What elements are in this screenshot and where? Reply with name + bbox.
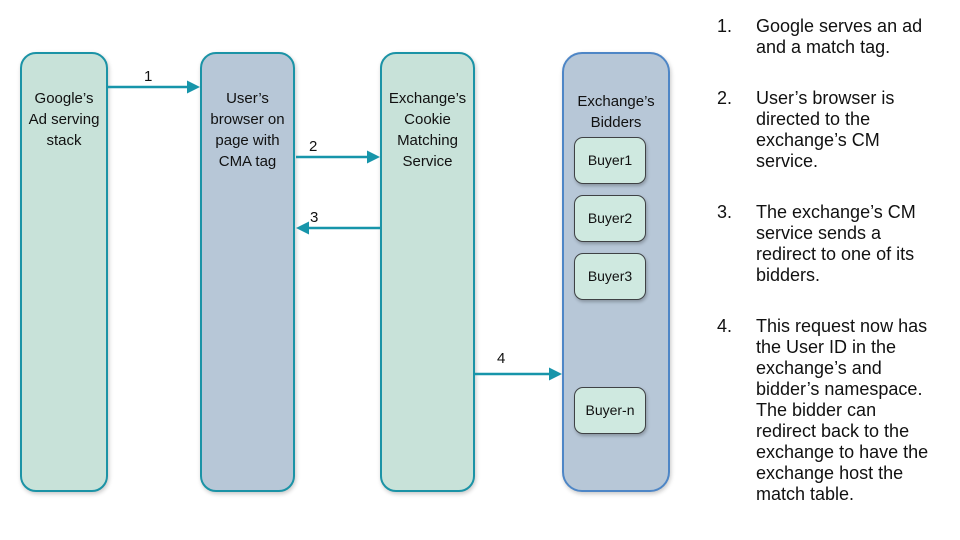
step-item-4: 4. This request now has the User ID in t… bbox=[712, 316, 960, 505]
step-item-3: 3. The exchange’s CM service sends a red… bbox=[712, 202, 960, 286]
node-buyer-2-label: Buyer2 bbox=[587, 210, 633, 226]
step-number: 3. bbox=[717, 202, 733, 222]
node-buyer-2: Buyer2 bbox=[574, 195, 646, 242]
steps-list: 1. Google serves an ad and a match tag. … bbox=[712, 16, 960, 505]
step-text: User’s browser is directed to the exchan… bbox=[756, 88, 895, 171]
step-item-2: 2. User’s browser is directed to the exc… bbox=[712, 88, 960, 172]
node-buyer-n: Buyer-n bbox=[574, 387, 646, 434]
node-buyer-1: Buyer1 bbox=[574, 137, 646, 184]
step-text: Google serves an ad and a match tag. bbox=[756, 16, 923, 57]
arrow-label-4: 4 bbox=[497, 350, 506, 367]
arrow-1 bbox=[108, 80, 200, 94]
node-cookie-matching-service-label: Exchange’s Cookie Matching Service bbox=[388, 90, 467, 170]
node-exchange-bidders: Exchange’s Bidders Buyer1 Buyer2 Buyer3 … bbox=[562, 52, 670, 492]
node-user-browser: User’s browser on page with CMA tag bbox=[200, 52, 295, 492]
step-item-1: 1. Google serves an ad and a match tag. bbox=[712, 16, 960, 58]
arrow-4 bbox=[474, 367, 562, 381]
arrow-label-2: 2 bbox=[309, 138, 318, 155]
step-text: The exchange’s CM service sends a redire… bbox=[756, 202, 916, 285]
node-buyer-1-label: Buyer1 bbox=[587, 152, 633, 168]
arrow-3 bbox=[296, 221, 380, 235]
node-buyer-n-label: Buyer-n bbox=[585, 402, 635, 418]
node-google-ad-stack: Google’s Ad serving stack bbox=[20, 52, 108, 492]
node-exchange-bidders-label: Exchange’s Bidders bbox=[577, 93, 655, 131]
step-number: 4. bbox=[717, 316, 733, 336]
step-text: This request now has the User ID in the … bbox=[756, 316, 929, 504]
arrow-label-3: 3 bbox=[310, 209, 319, 226]
node-google-ad-stack-label: Google’s Ad serving stack bbox=[28, 90, 100, 149]
node-user-browser-label: User’s browser on page with CMA tag bbox=[210, 90, 285, 170]
node-cookie-matching-service: Exchange’s Cookie Matching Service bbox=[380, 52, 475, 492]
node-buyer-3: Buyer3 bbox=[574, 253, 646, 300]
arrow-label-1: 1 bbox=[144, 68, 153, 85]
step-number: 2. bbox=[717, 88, 733, 108]
step-number: 1. bbox=[717, 16, 733, 36]
node-buyer-3-label: Buyer3 bbox=[587, 268, 633, 284]
